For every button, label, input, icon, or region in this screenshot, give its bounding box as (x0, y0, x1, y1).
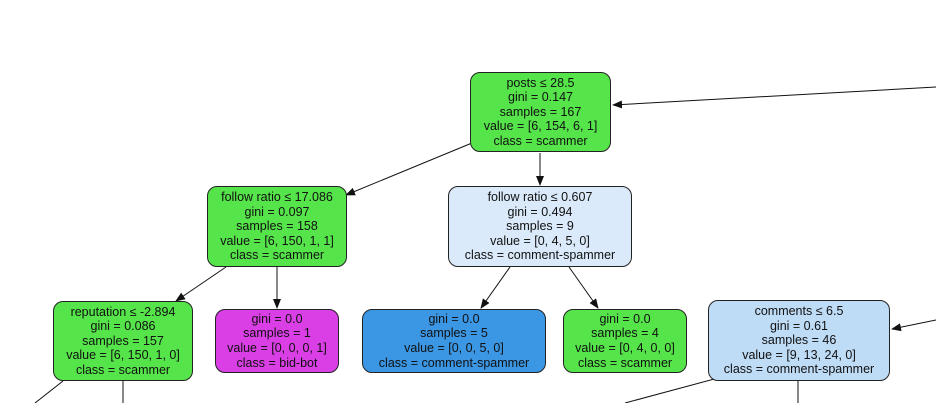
node-root-value: value = [6, 154, 6, 1] (483, 119, 598, 134)
node-root-samples: samples = 167 (499, 104, 582, 119)
node-leaf-comment-spammer-value: value = [0, 0, 5, 0] (404, 341, 504, 355)
node-leaf-scammer-samples: samples = 4 (591, 326, 659, 341)
node-follow-ratio-17-class: class = scammer (229, 248, 325, 263)
node-leaf-comment-spammer-class: class = comment-spammer (378, 355, 530, 370)
edge-root-to-follow-ratio-17 (345, 142, 473, 196)
node-follow-ratio-17-gini: gini = 0.097 (244, 204, 310, 219)
edge-follow-ratio-17-to-reputation (175, 266, 227, 302)
node-follow-ratio-0607-samples: samples = 9 (506, 219, 574, 234)
node-comments-value: value = [9, 13, 24, 0] (742, 347, 856, 362)
node-leaf-comment-spammer-gini: gini = 0.0 (428, 311, 480, 326)
edge-follow-ratio-0607-to-scammer-leaf (568, 266, 599, 309)
node-follow-ratio-17: follow ratio ≤ 17.086 gini = 0.097 sampl… (207, 186, 347, 267)
edge-offscreen-to-root (612, 86, 936, 109)
node-follow-ratio-0607-gini: gini = 0.494 (507, 204, 573, 219)
node-leaf-scammer-class: class = scammer (577, 355, 673, 370)
node-reputation-samples: samples = 157 (82, 333, 164, 348)
node-leaf-bid-bot-gini: gini = 0.0 (251, 311, 303, 326)
edge-comments-to-offscreen-left (624, 377, 719, 403)
node-follow-ratio-0607-value: value = [0, 4, 5, 0] (490, 233, 590, 248)
node-follow-ratio-17-value: value = [6, 150, 1, 1] (220, 233, 334, 248)
node-root-split: posts ≤ 28.5 (506, 75, 575, 90)
node-leaf-bid-bot-value: value = [0, 0, 0, 1] (227, 341, 327, 355)
node-leaf-scammer-gini: gini = 0.0 (599, 311, 651, 326)
node-leaf-bid-bot-samples: samples = 1 (243, 326, 311, 341)
edge-follow-ratio-0607-to-comment-spammer-leaf (480, 266, 511, 309)
node-root-gini: gini = 0.147 (508, 90, 573, 105)
node-comments-samples: samples = 46 (761, 333, 837, 348)
node-root-posts: posts ≤ 28.5 gini = 0.147 samples = 167 … (470, 72, 611, 152)
node-leaf-comment-spammer-samples: samples = 5 (420, 326, 488, 341)
node-leaf-bid-bot-class: class = bid-bot (236, 355, 318, 370)
node-leaf-bid-bot: gini = 0.0 samples = 1 value = [0, 0, 0,… (215, 309, 339, 373)
node-root-class: class = scammer (493, 133, 588, 148)
node-leaf-scammer: gini = 0.0 samples = 4 value = [0, 4, 0,… (563, 309, 687, 373)
node-leaf-comment-spammer: gini = 0.0 samples = 5 value = [0, 0, 5,… (362, 309, 546, 373)
node-leaf-scammer-value: value = [0, 4, 0, 0] (575, 341, 675, 355)
node-follow-ratio-0607-class: class = comment-spammer (464, 248, 616, 263)
node-reputation-value: value = [6, 150, 1, 0] (66, 348, 180, 363)
node-follow-ratio-17-samples: samples = 158 (236, 219, 318, 234)
node-comments-gini: gini = 0.61 (769, 318, 829, 333)
edge-reputation-to-offscreen-left (34, 380, 64, 403)
node-follow-ratio-0607: follow ratio ≤ 0.607 gini = 0.494 sample… (448, 186, 632, 267)
node-comments: comments ≤ 6.5 gini = 0.61 samples = 46 … (708, 300, 890, 381)
node-follow-ratio-17-split: follow ratio ≤ 17.086 (221, 190, 333, 205)
node-follow-ratio-0607-split: follow ratio ≤ 0.607 (487, 190, 593, 205)
node-reputation-class: class = scammer (75, 362, 171, 377)
node-reputation: reputation ≤ -2.894 gini = 0.086 samples… (53, 301, 193, 381)
node-reputation-split: reputation ≤ -2.894 (70, 304, 176, 319)
edge-offscreen-to-comments (891, 319, 936, 332)
node-comments-split: comments ≤ 6.5 (754, 304, 844, 319)
node-reputation-gini: gini = 0.086 (90, 319, 156, 334)
node-comments-class: class = comment-spammer (723, 362, 875, 377)
